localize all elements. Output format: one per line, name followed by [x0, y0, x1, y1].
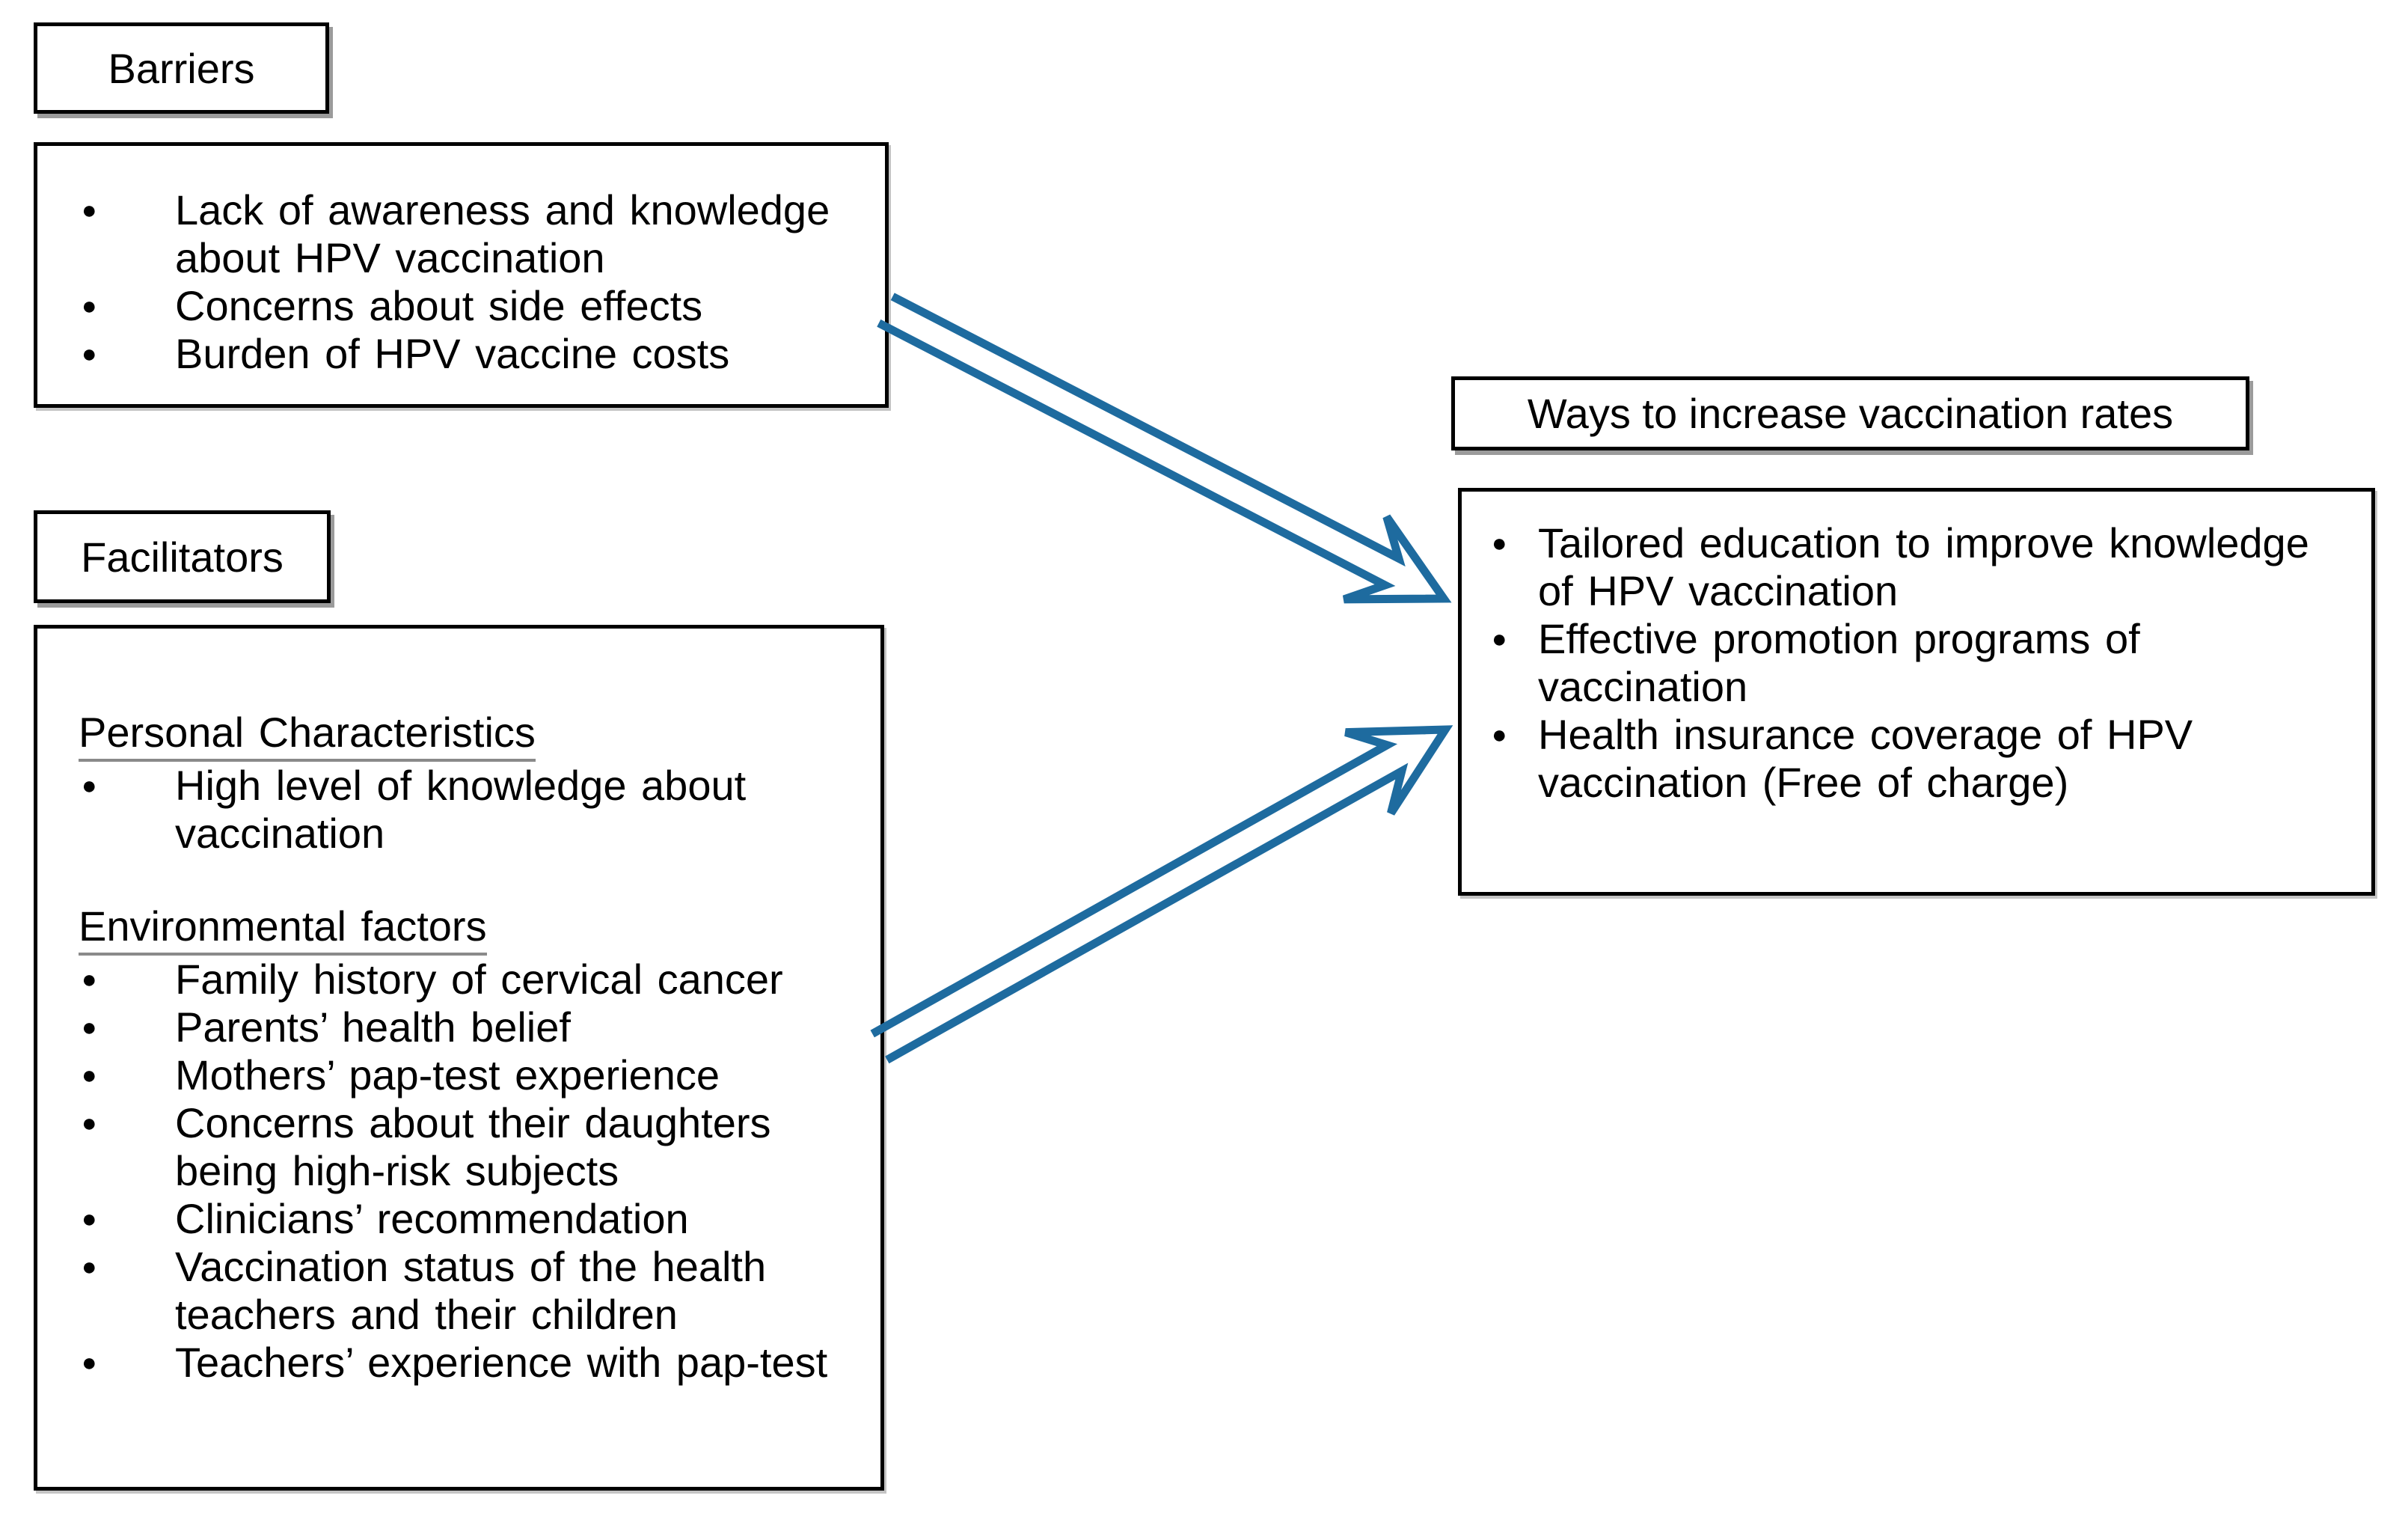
outcome-label-text: Ways to increase vaccination rates	[1527, 390, 2174, 437]
bullet-icon: ●	[1492, 529, 1507, 557]
outcome-item: Tailored education to improve knowledge …	[1538, 519, 2309, 614]
bullet-icon: ●	[82, 196, 97, 224]
list-item: ● Concerns about their daughters being h…	[79, 1099, 869, 1195]
barriers-content-box: ● Lack of awareness and knowledge about …	[34, 142, 889, 408]
facilitator-item: Teachers’ experience with pap-test	[175, 1339, 828, 1386]
barriers-to-outcome-arrow	[877, 293, 1452, 604]
list-item: ● Tailored education to improve knowledg…	[1489, 519, 2353, 615]
facilitators-content-box: Personal Characteristics ● High level of…	[34, 625, 884, 1491]
bullet-icon: ●	[82, 1061, 97, 1090]
facilitator-item: Mothers’ pap-test experience	[175, 1051, 720, 1098]
facilitator-item: Clinicians’ recommendation	[175, 1195, 689, 1242]
list-item: ● Health insurance coverage of HPV vacci…	[1489, 711, 2353, 807]
bullet-icon: ●	[82, 965, 97, 994]
personal-characteristics-heading: Personal Characteristics	[79, 709, 869, 762]
bullet-icon: ●	[82, 340, 97, 368]
list-item: ● Parents’ health belief	[79, 1003, 869, 1051]
bullet-icon: ●	[1492, 721, 1507, 749]
bullet-icon: ●	[82, 1253, 97, 1281]
environmental-factors-heading: Environmental factors	[79, 902, 869, 956]
bullet-icon: ●	[82, 1205, 97, 1233]
list-item: ● Lack of awareness and knowledge about …	[79, 186, 874, 282]
list-item: ● Effective promotion programs of vaccin…	[1489, 615, 2353, 711]
list-item: ● Mothers’ pap-test experience	[79, 1051, 869, 1099]
bullet-icon: ●	[82, 771, 97, 800]
list-item: ● Clinicians’ recommendation	[79, 1195, 869, 1243]
list-item: ● Burden of HPV vaccine costs	[79, 330, 874, 378]
facilitator-item: Vaccination status of the health teacher…	[175, 1243, 767, 1338]
list-item: ● Concerns about side effects	[79, 282, 874, 330]
facilitator-item: Family history of cervical cancer	[175, 956, 783, 1003]
facilitators-label-text: Facilitators	[81, 533, 284, 581]
barrier-item: Concerns about side effects	[175, 282, 703, 329]
barrier-item: Burden of HPV vaccine costs	[175, 330, 730, 377]
barriers-label-text: Barriers	[108, 44, 255, 92]
list-item: ● Teachers’ experience with pap-test	[79, 1339, 869, 1387]
list-item: ● High level of knowledge about vaccinat…	[79, 762, 869, 858]
list-item: ● Family history of cervical cancer	[79, 956, 869, 1003]
outcome-item: Health insurance coverage of HPV vaccina…	[1538, 711, 2193, 806]
barrier-item: Lack of awareness and knowledge about HP…	[175, 186, 830, 281]
outcome-content-box: ● Tailored education to improve knowledg…	[1458, 488, 2375, 896]
facilitators-to-outcome-arrow	[870, 725, 1453, 1064]
bullet-icon: ●	[82, 1109, 97, 1137]
facilitator-item: High level of knowledge about vaccinatio…	[175, 762, 747, 857]
bullet-icon: ●	[82, 1013, 97, 1042]
barriers-label-box: Barriers	[34, 22, 329, 114]
outcome-label-box: Ways to increase vaccination rates	[1451, 376, 2249, 450]
facilitator-item: Parents’ health belief	[175, 1003, 571, 1051]
facilitator-item: Concerns about their daughters being hig…	[175, 1099, 771, 1194]
bullet-icon: ●	[1492, 625, 1507, 653]
outcome-item: Effective promotion programs of vaccinat…	[1538, 615, 2140, 710]
bullet-icon: ●	[82, 292, 97, 320]
facilitators-label-box: Facilitators	[34, 510, 331, 603]
list-item: ● Vaccination status of the health teach…	[79, 1243, 869, 1339]
bullet-icon: ●	[82, 1348, 97, 1377]
